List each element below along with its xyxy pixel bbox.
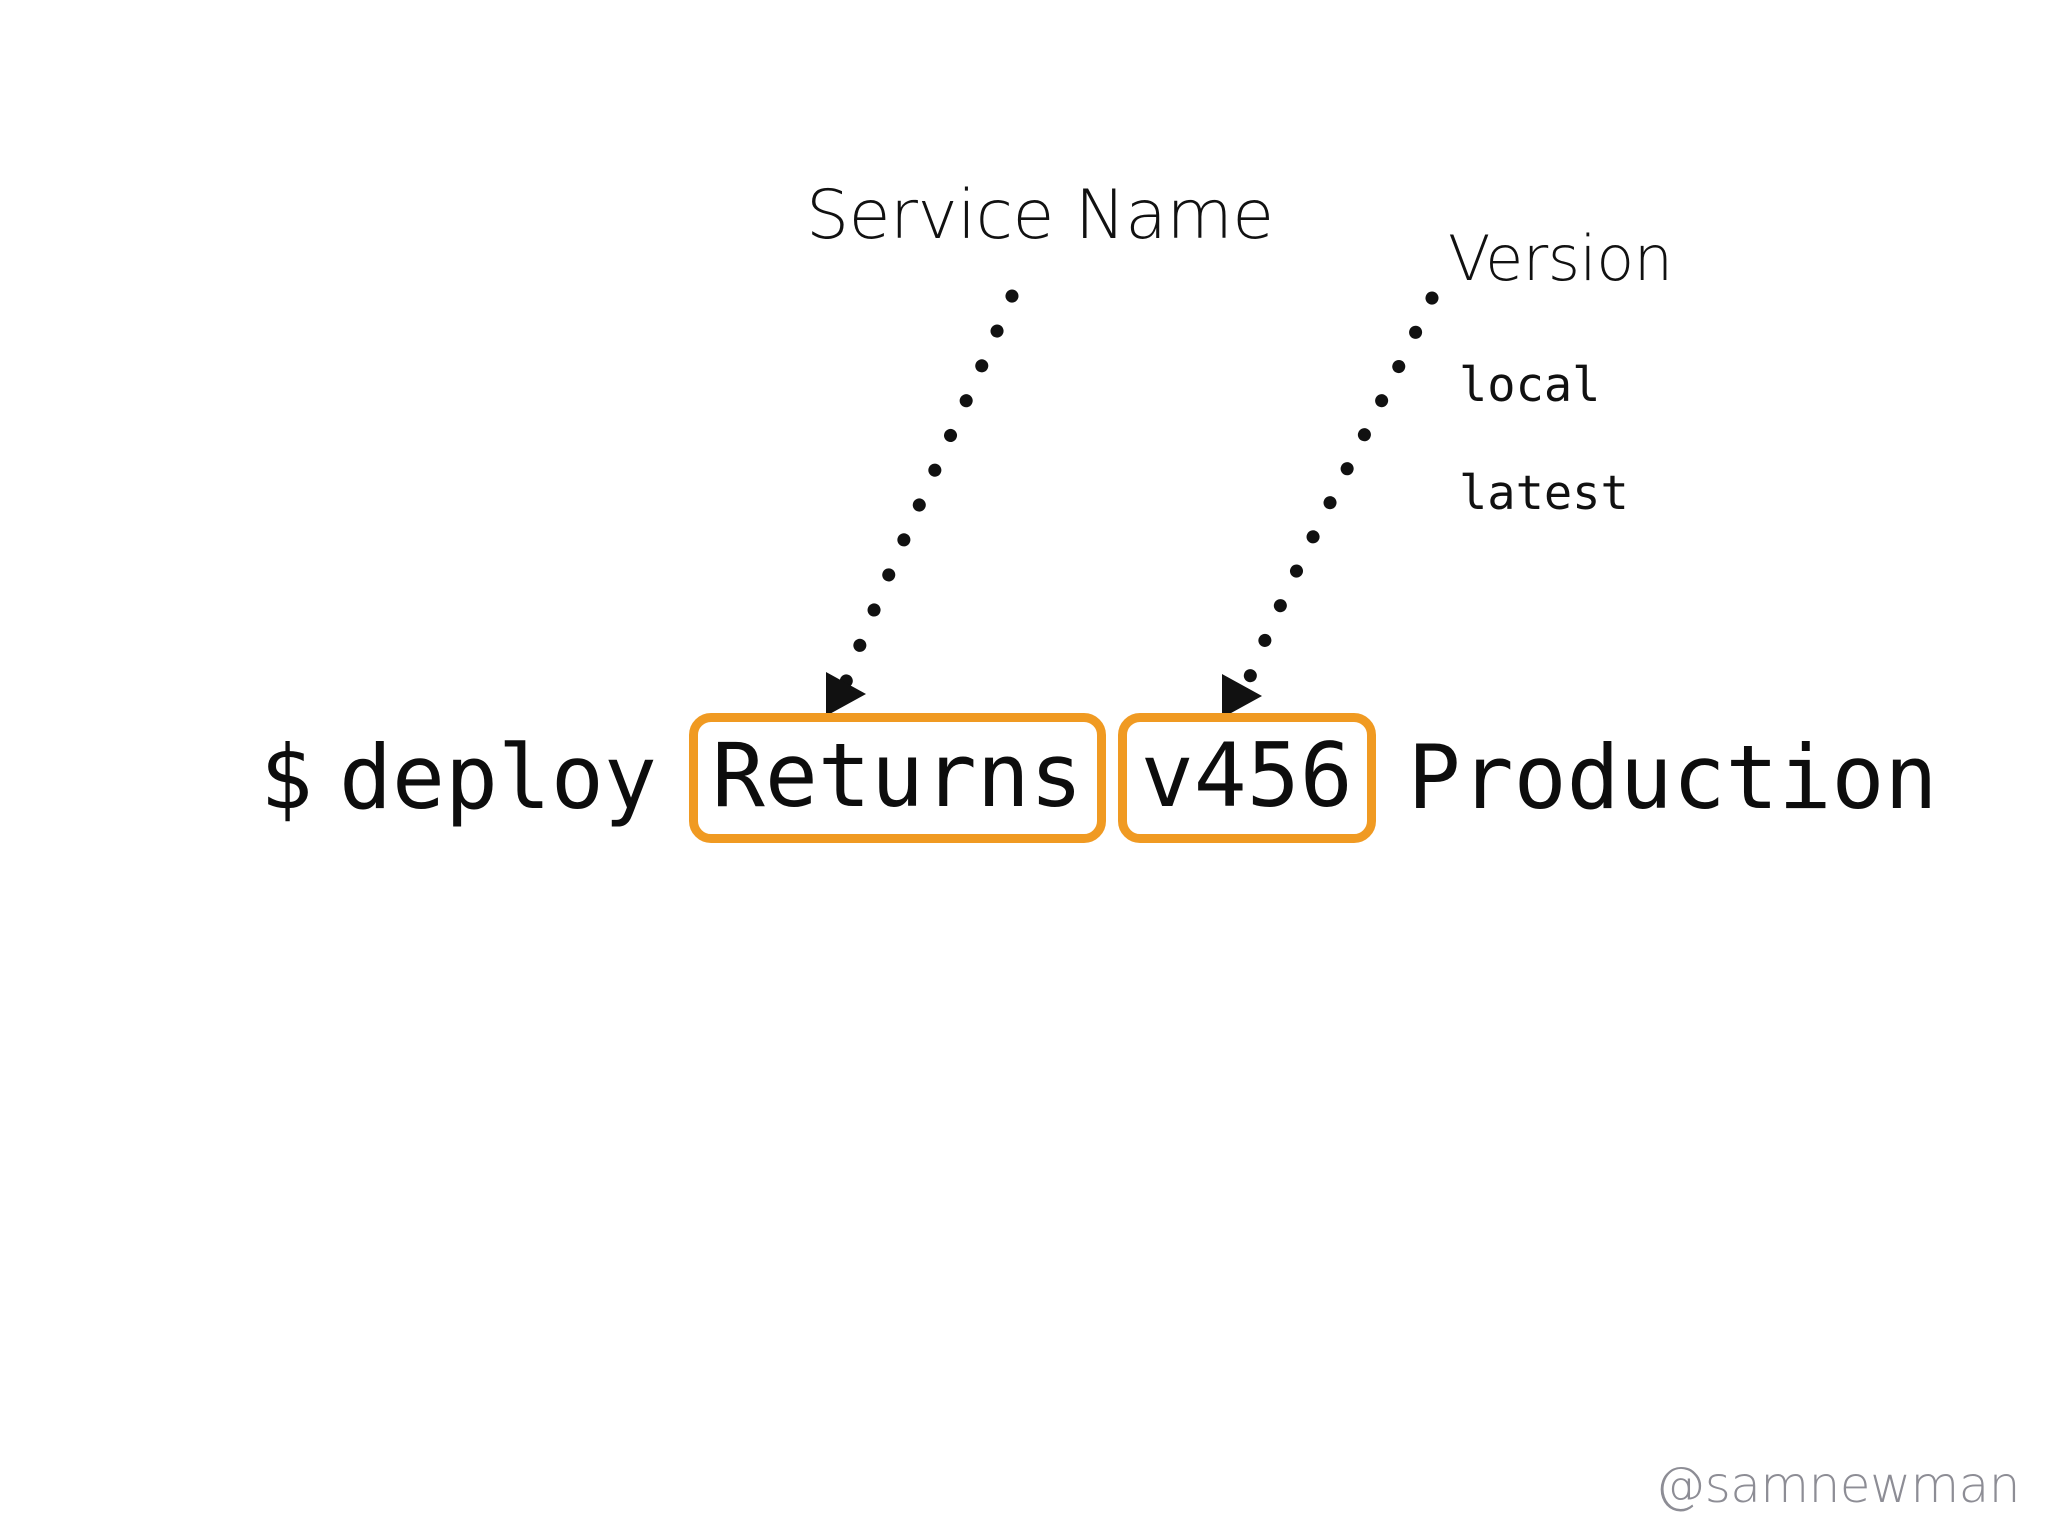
arg-version: v456: [1140, 724, 1353, 827]
highlight-box-service-name[interactable]: Returns: [688, 713, 1106, 843]
highlight-box-version[interactable]: v456: [1117, 713, 1376, 843]
command-line: $ deploy Returns v456 Production: [260, 713, 1938, 843]
version-example-latest: latest: [1459, 466, 1629, 521]
dotted-arrow-icon-service-name: [826, 289, 1019, 716]
annotation-label-service-name: Service Name: [806, 176, 1274, 255]
annotation-label-version: Version: [1448, 222, 1673, 295]
version-example-local: local: [1459, 358, 1601, 413]
arg-environment: Production: [1407, 726, 1938, 829]
command-name-deploy: deploy: [338, 726, 657, 829]
dotted-arrow-icon-version: [1222, 291, 1439, 718]
arg-service-name: Returns: [711, 724, 1083, 827]
author-watermark: @samnewman: [1655, 1456, 2020, 1514]
shell-prompt-symbol: $: [260, 726, 313, 829]
